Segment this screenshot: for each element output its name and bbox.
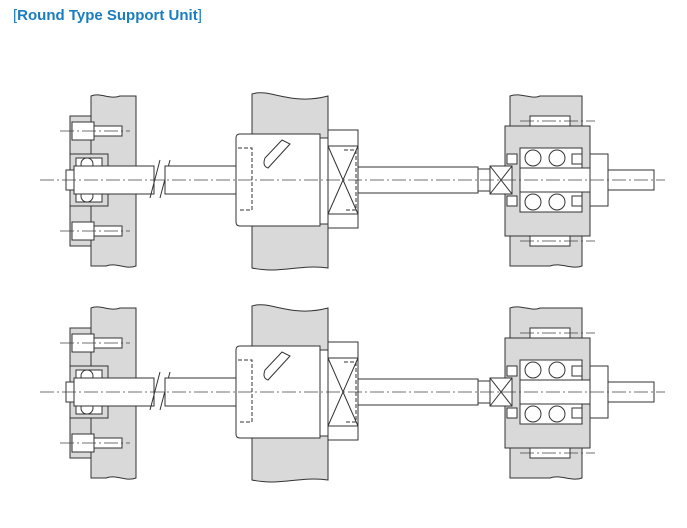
section-title: [Round Type Support Unit] — [13, 7, 202, 24]
lower-assembly — [39, 304, 666, 483]
title-close-bracket: ] — [197, 7, 202, 24]
title-text: Round Type Support Unit — [17, 7, 198, 24]
upper-assembly — [39, 92, 666, 271]
title-open-bracket: [ — [13, 7, 18, 24]
